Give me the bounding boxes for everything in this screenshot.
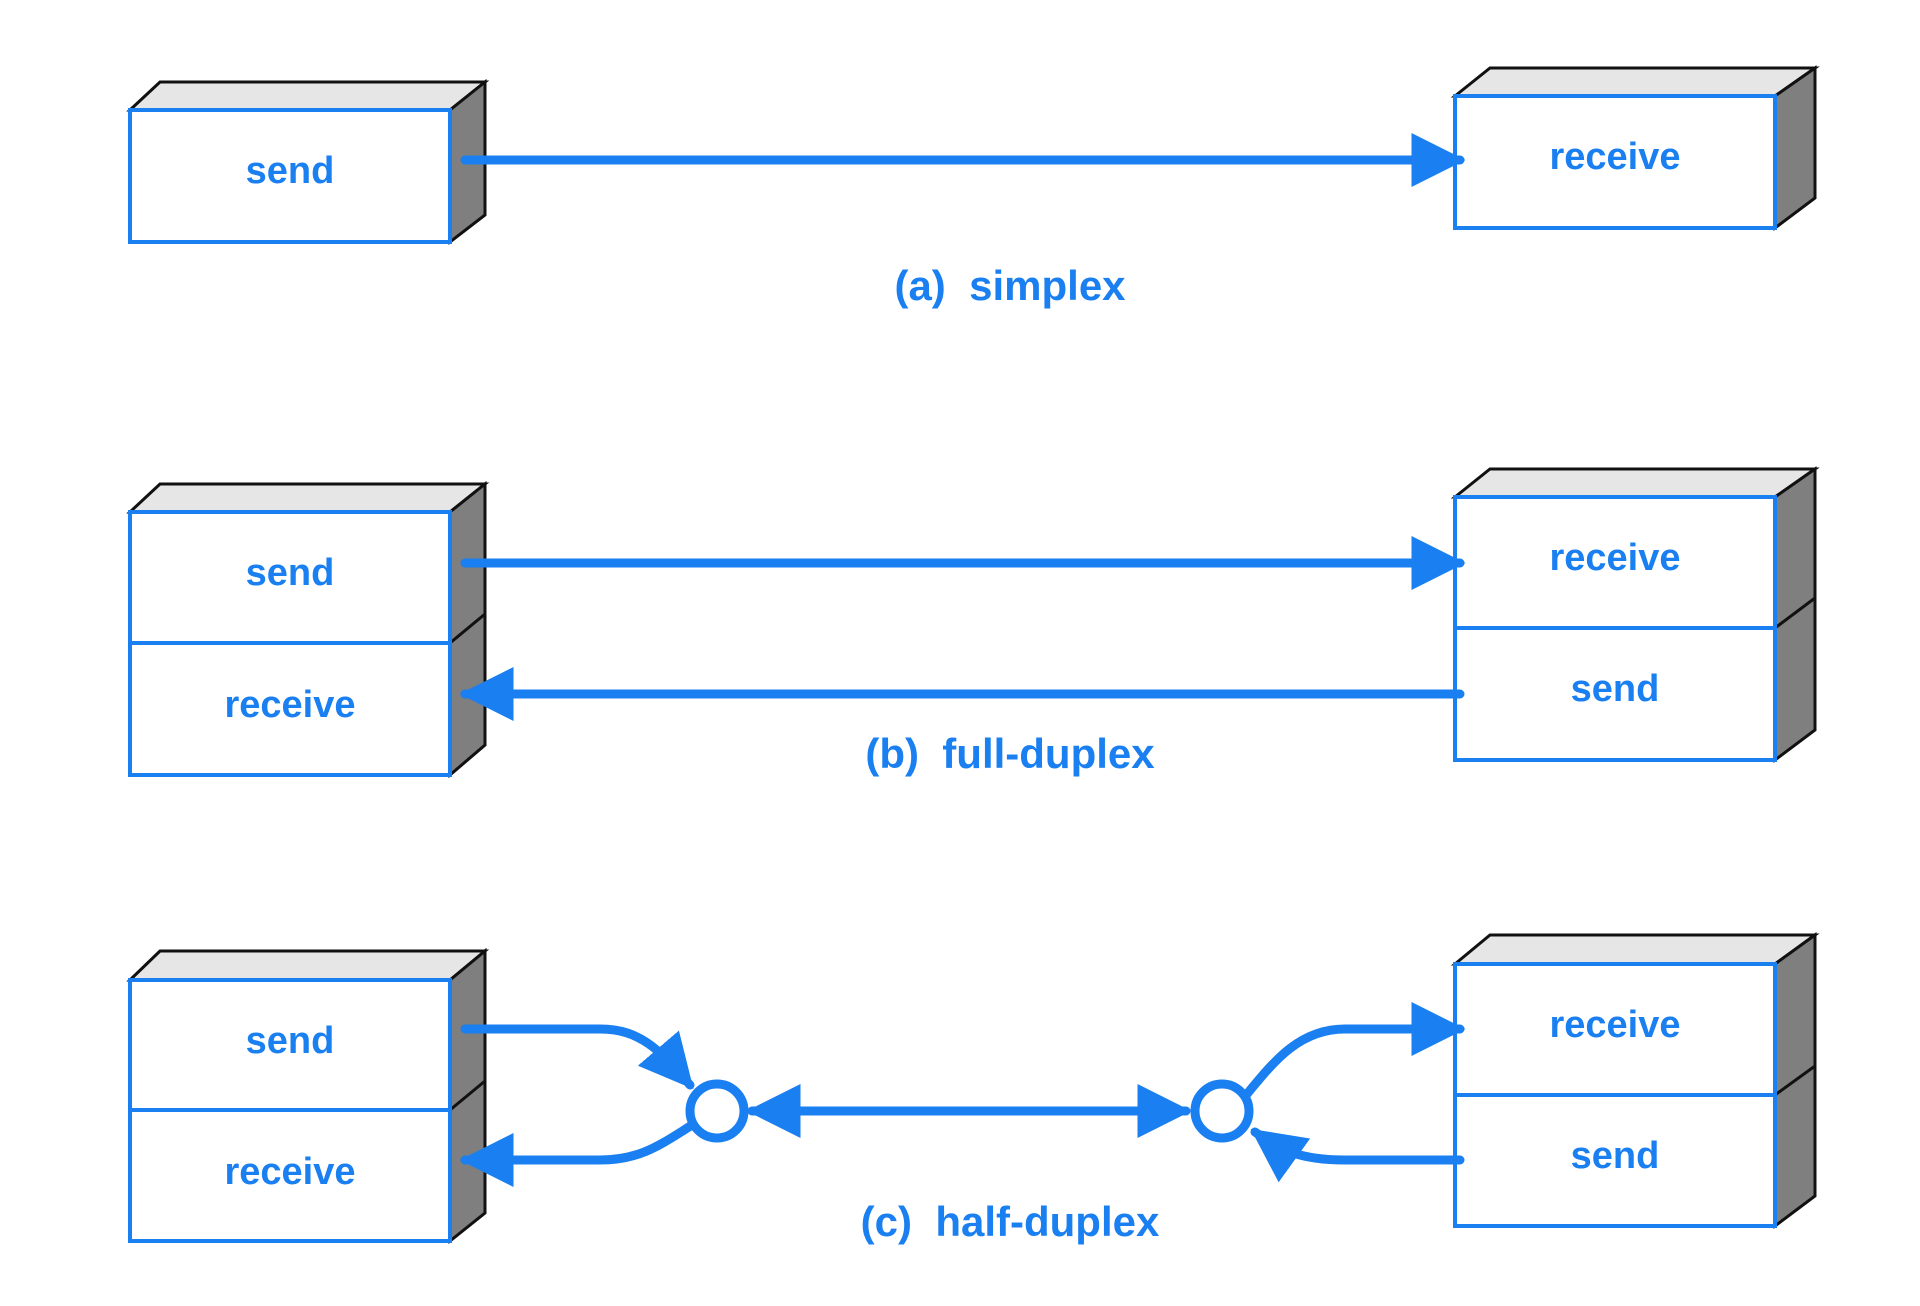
half-duplex-left-receive-label: receive xyxy=(224,1151,355,1193)
half-duplex-caption: (c) half-duplex xyxy=(861,1198,1160,1245)
full-duplex-caption: (b) full-duplex xyxy=(865,730,1155,777)
half-duplex-right-receive-curve xyxy=(1242,1002,1466,1099)
half-duplex-right-switch-node xyxy=(1190,1079,1254,1143)
full-duplex-right-box: receive send xyxy=(1450,466,1820,763)
half-duplex-left-send-curve xyxy=(460,1024,695,1090)
half-duplex-right-send-curve xyxy=(1250,1127,1465,1183)
full-duplex-right-send-label: send xyxy=(1571,668,1660,710)
simplex-caption: (a) simplex xyxy=(894,262,1126,309)
half-duplex-right-send-label: send xyxy=(1571,1135,1660,1177)
full-duplex-section: send receive receive send (b) full-duple… xyxy=(126,466,1820,779)
full-duplex-left-box: send receive xyxy=(126,480,490,779)
full-duplex-left-receive-label: receive xyxy=(224,684,355,726)
half-duplex-left-switch-node xyxy=(685,1079,749,1143)
simplex-left-send-label: send xyxy=(246,150,335,192)
half-duplex-section: send receive receive send (c) half-duple… xyxy=(126,932,1820,1245)
half-duplex-left-box: send receive xyxy=(126,947,490,1245)
full-duplex-left-send-label: send xyxy=(246,552,335,594)
half-duplex-left-receive-curve xyxy=(459,1120,697,1187)
simplex-left-box: send xyxy=(126,78,490,246)
half-duplex-right-box: receive send xyxy=(1450,932,1820,1229)
simplex-right-receive-label: receive xyxy=(1549,136,1680,178)
full-duplex-right-receive-label: receive xyxy=(1549,537,1680,579)
half-duplex-left-send-label: send xyxy=(246,1020,335,1062)
simplex-right-box: receive xyxy=(1450,65,1820,231)
simplex-section: send receive (a) simplex xyxy=(126,65,1820,309)
half-duplex-right-receive-label: receive xyxy=(1549,1004,1680,1046)
